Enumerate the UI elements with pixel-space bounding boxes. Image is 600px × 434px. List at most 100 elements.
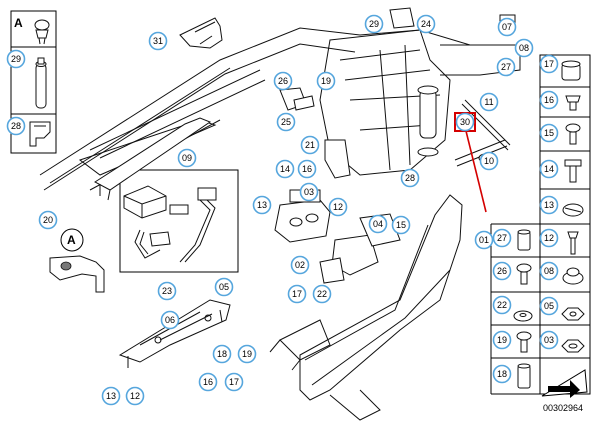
callout-11: 11 bbox=[479, 92, 499, 112]
callout-23: 23 bbox=[157, 281, 177, 301]
callout-label: 12 bbox=[130, 391, 140, 401]
callout-label: 16 bbox=[544, 95, 554, 105]
tension-bow-01 bbox=[269, 194, 463, 421]
callout-17: 17 bbox=[539, 54, 559, 74]
damper-sleeve-part bbox=[35, 57, 47, 109]
callout-label: 31 bbox=[153, 36, 163, 46]
gas-strut-rod bbox=[464, 99, 511, 146]
latch-assembly-04 bbox=[319, 213, 401, 284]
callout-12: 12 bbox=[328, 197, 348, 217]
callout-circle bbox=[6, 116, 26, 136]
callout-circle bbox=[479, 151, 499, 171]
callout-31: 31 bbox=[148, 31, 168, 51]
callout-04: 04 bbox=[368, 214, 388, 234]
callout-13: 13 bbox=[252, 195, 272, 215]
callout-15: 15 bbox=[391, 215, 411, 235]
document-number: 00302964 bbox=[543, 403, 583, 413]
callout-circle bbox=[148, 31, 168, 51]
direction-arrow-icon bbox=[541, 369, 588, 398]
callout-05: 05 bbox=[214, 277, 234, 297]
callout-label: 19 bbox=[242, 349, 252, 359]
callout-29: 29 bbox=[6, 49, 26, 69]
cable-inset-box bbox=[119, 169, 239, 273]
callout-26: 26 bbox=[492, 261, 512, 281]
callout-18: 18 bbox=[492, 364, 512, 384]
callout-circle bbox=[290, 255, 310, 275]
callout-17: 17 bbox=[224, 372, 244, 392]
callout-01: 01 bbox=[474, 230, 494, 250]
callout-circle bbox=[252, 195, 272, 215]
callout-26: 26 bbox=[273, 71, 293, 91]
callout-label: 12 bbox=[544, 233, 554, 243]
part-30-pointer-line bbox=[465, 130, 487, 213]
callout-circle bbox=[492, 330, 512, 350]
callout-label: 05 bbox=[544, 301, 554, 311]
callout-label: 01 bbox=[479, 235, 489, 245]
callout-circle bbox=[474, 230, 494, 250]
hardware-12-bolt bbox=[567, 231, 579, 255]
hardware-14-bolt bbox=[564, 159, 582, 183]
callout-label: 11 bbox=[484, 97, 493, 107]
callout-circle bbox=[539, 228, 559, 248]
hardware-16-clip bbox=[565, 95, 581, 111]
callout-label: 30 bbox=[460, 117, 470, 127]
callout-circle bbox=[276, 112, 296, 132]
callout-label: 16 bbox=[302, 164, 312, 174]
callout-circle bbox=[492, 295, 512, 315]
callout-16: 16 bbox=[198, 372, 218, 392]
callout-circle bbox=[299, 182, 319, 202]
callout-circle bbox=[273, 71, 293, 91]
callout-circle bbox=[38, 210, 58, 230]
callout-02: 02 bbox=[290, 255, 310, 275]
callout-circle bbox=[492, 228, 512, 248]
callout-circle bbox=[497, 17, 517, 37]
callout-08: 08 bbox=[539, 261, 559, 281]
bracket-26-25-part bbox=[279, 87, 315, 111]
callout-label: 09 bbox=[182, 153, 192, 163]
callout-label: 07 bbox=[502, 22, 512, 32]
callout-circle bbox=[492, 364, 512, 384]
callout-12: 12 bbox=[125, 386, 145, 406]
callout-circle bbox=[539, 330, 559, 350]
callout-label: 26 bbox=[278, 76, 288, 86]
callout-circle bbox=[496, 57, 516, 77]
callout-28: 28 bbox=[6, 116, 26, 136]
callout-15: 15 bbox=[539, 123, 559, 143]
push-clip-part bbox=[34, 19, 50, 45]
hardware-26-screw bbox=[516, 263, 532, 285]
hardware-18-spacer bbox=[517, 363, 531, 389]
callout-label: 16 bbox=[203, 377, 213, 387]
callout-27: 27 bbox=[492, 228, 512, 248]
callout-circle bbox=[316, 71, 336, 91]
callout-circle bbox=[237, 344, 257, 364]
callout-label: 24 bbox=[421, 19, 431, 29]
lower-bracket-06 bbox=[118, 299, 231, 368]
right-parts-column: 00302964 bbox=[490, 54, 591, 413]
callout-label: 10 bbox=[484, 156, 494, 166]
callout-circle bbox=[539, 296, 559, 316]
callout-08: 08 bbox=[514, 38, 534, 58]
callout-label: 23 bbox=[162, 286, 172, 296]
callout-circle bbox=[177, 148, 197, 168]
callout-label: 08 bbox=[544, 266, 554, 276]
callout-label: 15 bbox=[396, 220, 406, 230]
callout-circle bbox=[287, 284, 307, 304]
callout-label: 13 bbox=[257, 200, 267, 210]
callout-03: 03 bbox=[299, 182, 319, 202]
callout-17: 17 bbox=[287, 284, 307, 304]
callout-label: 29 bbox=[11, 54, 21, 64]
callout-circle bbox=[6, 49, 26, 69]
hardware-08-nut bbox=[562, 267, 584, 285]
rail-bracket-09 bbox=[94, 117, 212, 201]
callout-12: 12 bbox=[539, 228, 559, 248]
callout-label: 27 bbox=[501, 62, 511, 72]
main-frame-drawing bbox=[39, 7, 521, 191]
callout-label: 12 bbox=[333, 202, 343, 212]
hardware-03-nut bbox=[561, 339, 585, 353]
callout-label: 26 bbox=[497, 266, 507, 276]
callout-label: 03 bbox=[544, 335, 554, 345]
callout-10: 10 bbox=[479, 151, 499, 171]
callout-circle bbox=[539, 159, 559, 179]
callout-circle bbox=[297, 159, 317, 179]
bracket-21-part bbox=[324, 139, 351, 179]
